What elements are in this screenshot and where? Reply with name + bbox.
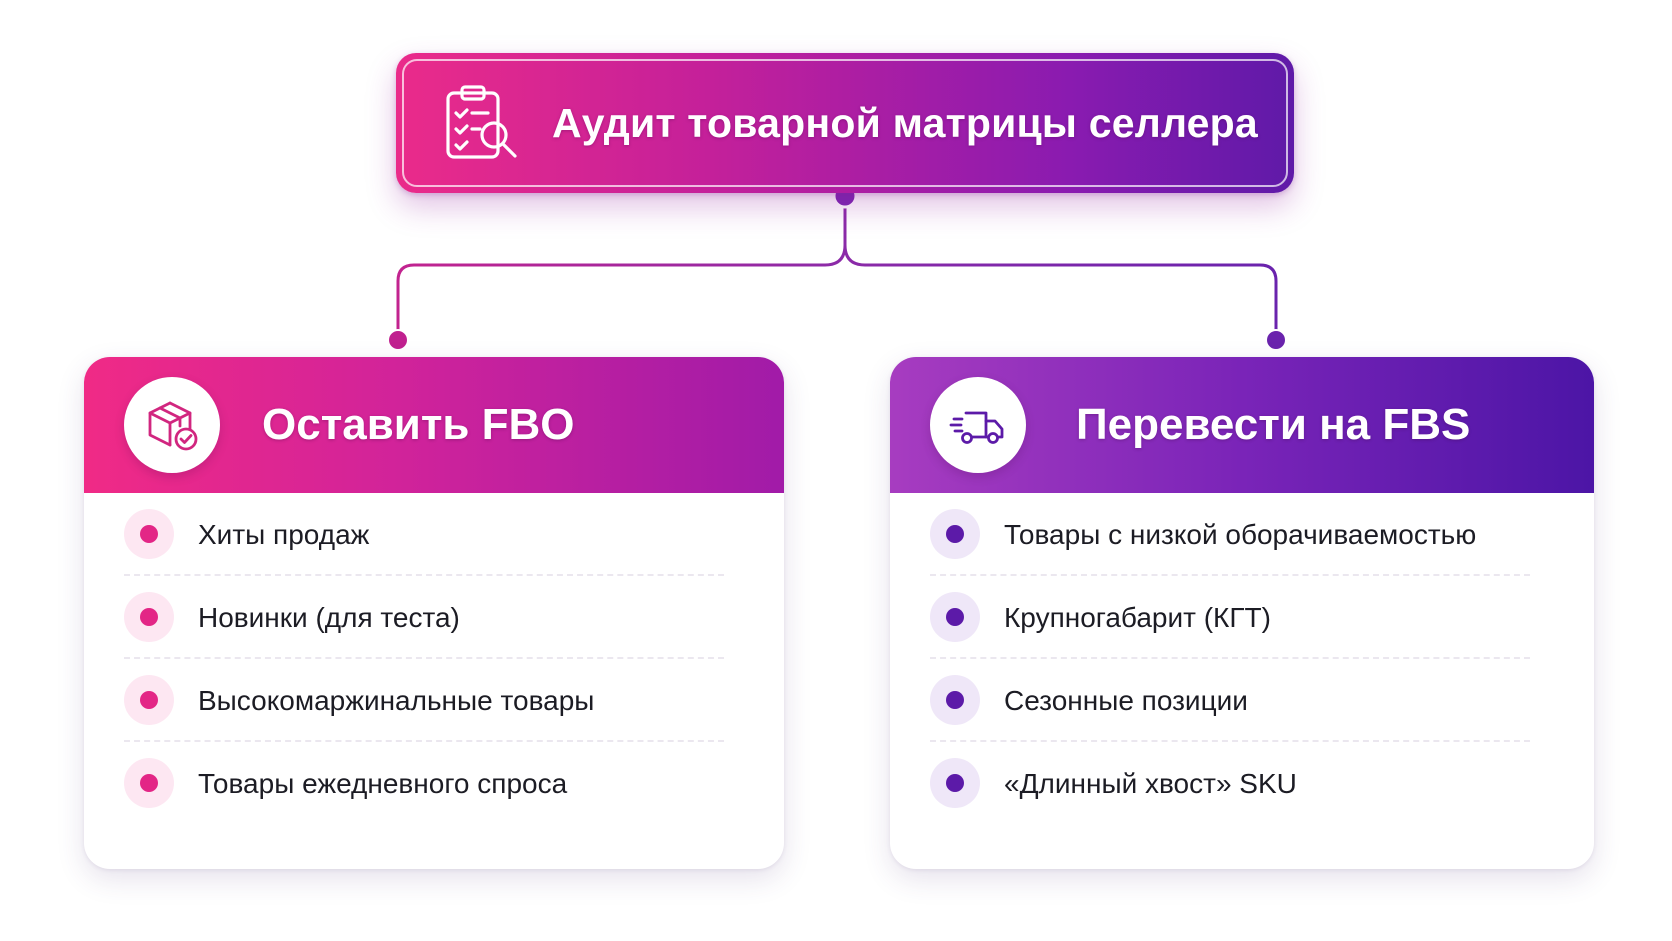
list-item: Товары с низкой оборачиваемостью [930, 493, 1530, 576]
bullet-dot [930, 675, 980, 725]
bullet-dot [124, 592, 174, 642]
bullet-dot [930, 509, 980, 559]
bullet-dot [930, 592, 980, 642]
delivery-truck-icon [949, 411, 1004, 444]
bullet-dot [124, 675, 174, 725]
list-item: Новинки (для теста) [124, 576, 724, 659]
card-title: Перевести на FBS [1076, 400, 1471, 449]
card-move-to-fbs: Перевести на FBS Товары с низкой оборачи… [890, 357, 1594, 869]
item-label: Новинки (для теста) [198, 602, 460, 633]
connector-dot-left [387, 329, 409, 351]
clipboard-search-icon [446, 85, 517, 159]
root-node: Аудит товарной матрицы селлера [396, 53, 1294, 193]
connector-dot-right [1265, 329, 1287, 351]
box-check-icon [148, 401, 198, 451]
connector-right-branch [843, 244, 1278, 340]
item-label: «Длинный хвост» SKU [1004, 768, 1297, 799]
item-label: Товары ежедневного спроса [198, 768, 568, 799]
card-header: Оставить FBO [84, 357, 784, 493]
card-header: Перевести на FBS [890, 357, 1594, 493]
bullet-dot [124, 758, 174, 808]
list-item: «Длинный хвост» SKU [930, 742, 1530, 825]
list-item: Высокомаржинальные товары [124, 659, 724, 742]
root-title: Аудит товарной матрицы селлера [552, 100, 1258, 146]
item-label: Крупногабарит (КГТ) [1004, 602, 1271, 633]
icon-badge [930, 377, 1026, 473]
icon-badge [124, 377, 220, 473]
item-label: Сезонные позиции [1004, 685, 1248, 716]
item-label: Хиты продаж [198, 519, 370, 550]
list-item: Хиты продаж [124, 493, 724, 576]
connector-left-branch [396, 244, 847, 340]
list-item: Сезонные позиции [930, 659, 1530, 742]
list-item: Товары ежедневного спроса [124, 742, 724, 825]
list-item: Крупногабарит (КГТ) [930, 576, 1530, 659]
card-title: Оставить FBO [262, 400, 575, 449]
bullet-dot [124, 509, 174, 559]
item-label: Высокомаржинальные товары [198, 685, 595, 716]
card-keep-fbo: Оставить FBO Хиты продаж Новинки (для те… [84, 357, 784, 869]
bullet-dot [930, 758, 980, 808]
item-label: Товары с низкой оборачиваемостью [1004, 519, 1477, 550]
